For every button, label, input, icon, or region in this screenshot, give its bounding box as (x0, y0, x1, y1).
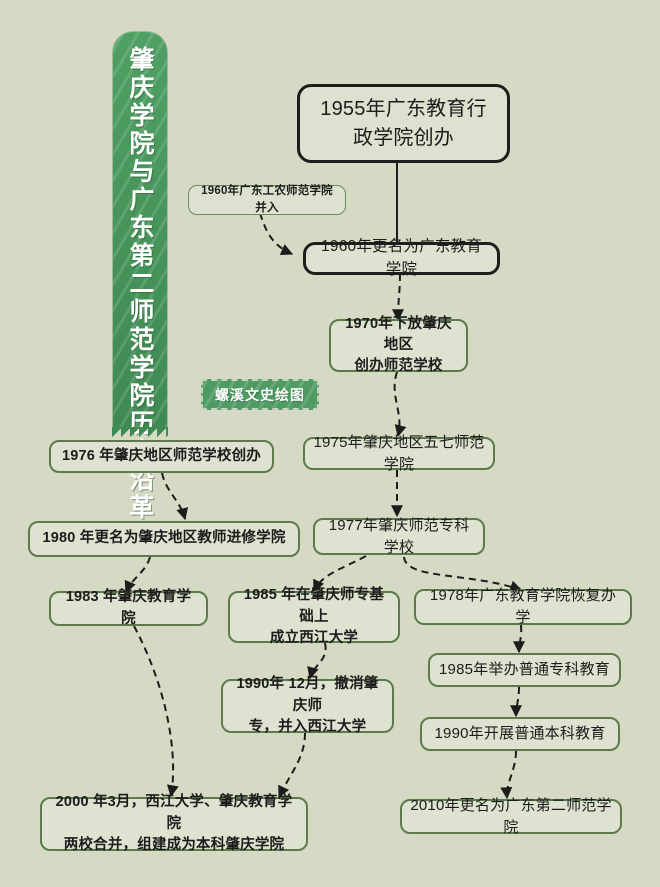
banner-title: 肇庆学院与广东第二师范学院历史沿革 (126, 46, 154, 522)
node-1976-normal-school[interactable]: 1976 年肇庆地区师范学校创办 (49, 440, 274, 473)
link-1990a-2000 (278, 732, 306, 799)
title-banner: 肇庆学院与广东第二师范学院历史沿革 (112, 32, 168, 522)
node-1975-wuqi[interactable]: 1975年肇庆地区五七师范学院 (303, 434, 495, 473)
node-1977-teachers-college[interactable]: 1977年肇庆师范专科学校 (313, 517, 485, 556)
node-1960-rename[interactable]: 1960年更名为广东教育学院 (303, 238, 500, 278)
node-1990-undergraduate[interactable]: 1990年开展普通本科教育 (420, 717, 620, 751)
node-1955-founding[interactable]: 1955年广东教育行政学院创办 (297, 84, 510, 163)
node-1985-college-education[interactable]: 1985年举办普通专科教育 (428, 653, 621, 687)
node-1983-education-college[interactable]: 1983 年肇庆教育学院 (49, 589, 208, 627)
watermark-label: 螺溪文史绘图 (215, 386, 305, 403)
link-1985b-1990b (510, 686, 523, 718)
node-1978-restored[interactable]: 1978年广东教育学院恢复办学 (414, 587, 632, 626)
node-1970-zhaoqing[interactable]: 1970年下放肇庆地区创办师范学校 (329, 316, 468, 374)
link-1983-2000 (133, 625, 179, 798)
link-1976-1980 (161, 472, 189, 521)
link-note-1960 (259, 212, 294, 256)
node-1990-abolished-merged[interactable]: 1990年 12月，撤消肇庆师专，并入西江大学 (221, 676, 394, 735)
link-1978-1985b (513, 624, 526, 654)
link-1990b-2010 (500, 750, 517, 800)
node-1985-xijiang-university[interactable]: 1985 年在肇庆师专基础上成立西江大学 (228, 587, 400, 646)
node-2000-merger[interactable]: 2000 年3月，西江大学、肇庆教育学院两校合并，组建成为本科肇庆学院 (40, 794, 308, 853)
node-2010-renamed-gd2nu[interactable]: 2010年更名为广东第二师范学院 (400, 797, 622, 836)
node-note-1960-merge[interactable]: 1960年广东工农师范学院并入 (188, 185, 346, 215)
link-1970-1975 (393, 371, 407, 438)
watermark-stamp: 螺溪文史绘图 (201, 379, 319, 410)
node-1980-renamed[interactable]: 1980 年更名为肇庆地区教师进修学院 (28, 521, 300, 557)
